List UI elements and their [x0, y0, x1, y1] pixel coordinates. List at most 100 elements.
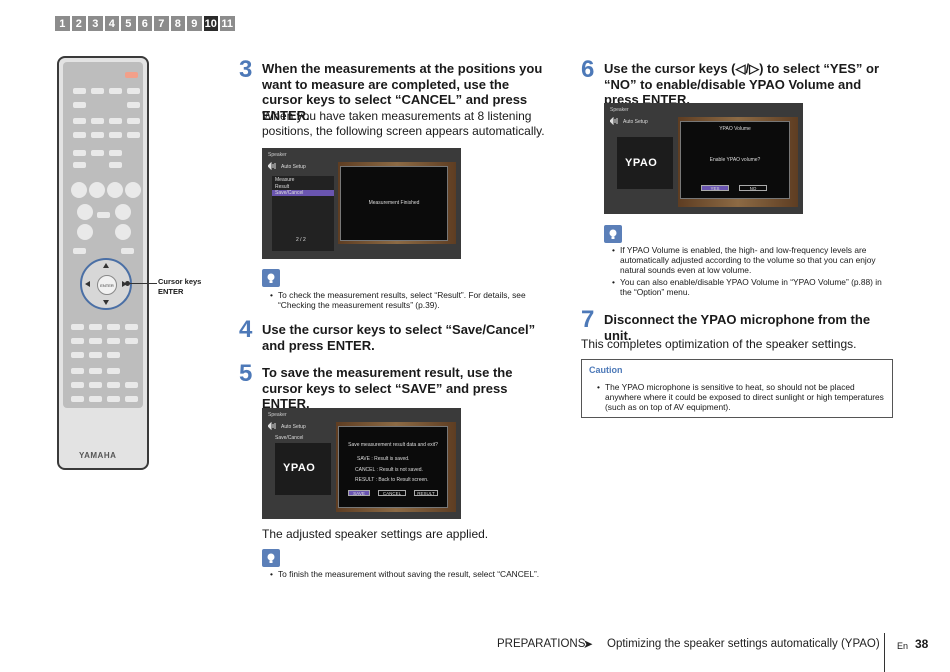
remote-key — [89, 368, 102, 374]
tab-8[interactable]: 8 — [170, 16, 185, 31]
step-6-number: 6 — [581, 56, 595, 83]
screen-subtitle: Auto Setup — [281, 164, 306, 170]
tab-9[interactable]: 9 — [187, 16, 202, 31]
remote-key — [109, 150, 122, 156]
measurement-finished-message: Measurement Finished — [368, 200, 420, 206]
step-5-title: To save the measurement result, use the … — [262, 365, 513, 411]
ypao-logo-box: YPAO — [617, 137, 673, 189]
screen-menu: Measure Result Save/Cancel — [272, 176, 334, 251]
ypao-volume-question: Enable YPAO volume? — [709, 157, 761, 163]
remote-key — [71, 324, 84, 330]
tab-2[interactable]: 2 — [71, 16, 86, 31]
tab-1[interactable]: 1 — [55, 16, 70, 31]
cancel-button[interactable]: CANCEL — [378, 490, 406, 496]
remote-key — [125, 396, 138, 402]
remote-key — [107, 396, 120, 402]
enter-key: ENTER — [97, 275, 117, 295]
power-button — [125, 72, 138, 78]
volume-key — [115, 224, 131, 240]
remote-key — [89, 324, 102, 330]
tab-3[interactable]: 3 — [88, 16, 103, 31]
speaker-icon — [610, 117, 618, 125]
tab-7[interactable]: 7 — [154, 16, 169, 31]
step-7-body: This completes optimization of the speak… — [581, 337, 857, 351]
remote-key — [89, 382, 102, 388]
scene-key — [125, 182, 141, 198]
remote-key — [73, 150, 86, 156]
tab-6[interactable]: 6 — [137, 16, 152, 31]
remote-brand-logo: YAMAHA — [79, 451, 117, 460]
remote-key — [127, 102, 140, 108]
yes-button[interactable]: YES — [701, 185, 729, 191]
remote-key — [107, 352, 120, 358]
speaker-icon — [268, 162, 276, 170]
speaker-icon — [268, 422, 276, 430]
step-5-tip: To finish the measurement without saving… — [270, 569, 552, 581]
lightbulb-icon — [267, 553, 275, 563]
step-4-title: Use the cursor keys to select “Save/Canc… — [262, 322, 536, 353]
step-5-number: 5 — [239, 360, 253, 387]
menu-item-result: Result — [275, 184, 290, 190]
lightbulb-icon — [609, 229, 617, 239]
remote-key — [91, 118, 104, 124]
result-button[interactable]: RESULT — [414, 490, 438, 496]
tip-icon — [262, 549, 280, 567]
cursor-arrows-icon — [85, 263, 127, 305]
footer-topic[interactable]: Optimizing the speaker settings automati… — [607, 638, 880, 650]
remote-panel: ENTER — [63, 62, 143, 408]
lightbulb-icon — [267, 273, 275, 283]
remote-key — [109, 132, 122, 138]
step-5-tip-text: To finish the measurement without saving… — [270, 569, 552, 579]
menu-highlight — [272, 190, 334, 196]
remote-key — [127, 132, 140, 138]
step-7-title: Disconnect the YPAO microphone from the … — [604, 312, 871, 343]
ypao-logo: YPAO — [625, 157, 658, 169]
remote-key — [107, 338, 120, 344]
tab-10[interactable]: 10 — [203, 16, 218, 31]
remote-key — [71, 396, 84, 402]
caution-box: Caution The YPAO microphone is sensitive… — [581, 359, 893, 418]
remote-key — [73, 162, 86, 168]
remote-key — [125, 382, 138, 388]
screen-header: Speaker — [268, 412, 287, 418]
ypao-logo-box: YPAO — [275, 443, 331, 495]
save-line-save: SAVE : Result is saved. — [357, 456, 410, 462]
tab-4[interactable]: 4 — [104, 16, 119, 31]
remote-key — [71, 338, 84, 344]
setup-key — [121, 248, 134, 254]
save-button[interactable]: SAVE — [348, 490, 370, 496]
tab-5[interactable]: 5 — [121, 16, 136, 31]
remote-key — [89, 396, 102, 402]
save-cancel-screen: Speaker Auto Setup Save/Cancel YPAO Save… — [262, 408, 461, 519]
remote-key — [107, 324, 120, 330]
remote-key — [73, 118, 86, 124]
save-dialog: Save measurement result data and exit? S… — [338, 426, 448, 508]
remote-key — [127, 88, 140, 94]
remote-key — [91, 132, 104, 138]
footer-language: En — [897, 641, 909, 651]
step-3-number: 3 — [239, 56, 253, 83]
scene-key — [107, 182, 123, 198]
step-7-number: 7 — [581, 306, 595, 333]
menu-item-save-cancel: Save/Cancel — [275, 190, 304, 196]
remote-key — [71, 352, 84, 358]
callout-cursor-keys: Cursor keys — [158, 277, 202, 286]
step-3-title: When the measurements at the positions y… — [262, 61, 543, 123]
screen-subtitle: Auto Setup — [281, 424, 306, 430]
step-6-tip-1: If YPAO Volume is enabled, the high- and… — [612, 245, 892, 275]
ypao-logo: YPAO — [283, 462, 316, 474]
ypao-volume-title: YPAO Volume — [719, 126, 751, 132]
tab-11[interactable]: 11 — [220, 16, 235, 31]
remote-key — [91, 150, 104, 156]
remote-key — [89, 338, 102, 344]
ypao-volume-dialog: YPAO Volume Enable YPAO volume? YES NO — [680, 121, 790, 199]
no-button[interactable]: NO — [739, 185, 767, 191]
page-tabs: 1 2 3 4 5 6 7 8 9 10 11 — [55, 16, 235, 31]
page-number: 38 — [915, 637, 929, 651]
step-6-tip-2: You can also enable/disable YPAO Volume … — [612, 277, 892, 297]
save-question: Save measurement result data and exit? — [348, 442, 438, 448]
footer-section[interactable]: PREPARATIONS — [497, 638, 586, 650]
screen-menu-label: Save/Cancel — [275, 435, 304, 441]
measurement-finished-screen: Speaker Auto Setup Measure Result Save/C… — [262, 148, 461, 259]
program-key — [77, 204, 93, 220]
